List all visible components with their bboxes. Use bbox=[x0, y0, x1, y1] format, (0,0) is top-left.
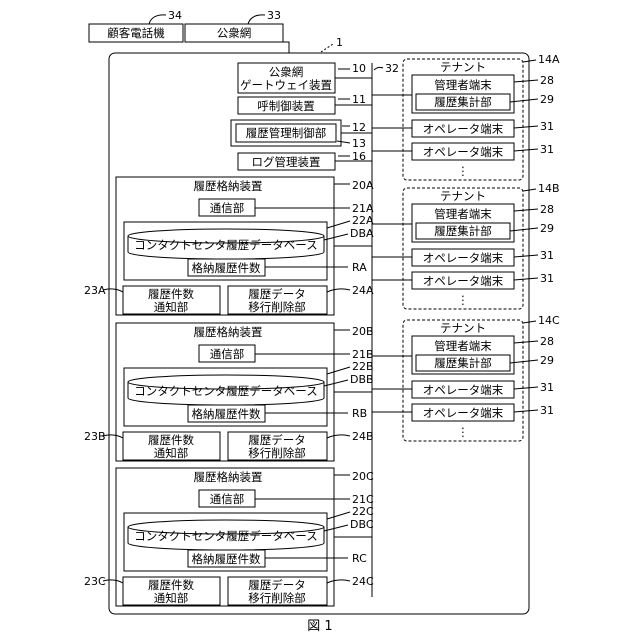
log-mgmt-ref: 16 bbox=[352, 150, 366, 163]
operator-terminal-1-ref: 31 bbox=[540, 120, 554, 133]
operator-terminal-2-ref: 31 bbox=[540, 404, 554, 417]
operator-terminal-1-label: オペレータ端末 bbox=[423, 383, 504, 397]
comm-unit-label: 通信部 bbox=[210, 492, 245, 506]
aggregator-ref: 29 bbox=[540, 222, 554, 235]
count-notify-ref: 23C bbox=[84, 575, 106, 588]
call-control-label: 呼制御装置 bbox=[257, 99, 315, 113]
call-control-ref: 11 bbox=[352, 93, 366, 106]
count-notify-label-2: 通知部 bbox=[154, 591, 189, 605]
storage-ref: 20B bbox=[352, 325, 374, 338]
history-mgmt-label: 履歴管理制御部 bbox=[246, 126, 327, 140]
bus-ref: 32 bbox=[385, 62, 399, 75]
admin-terminal-label: 管理者端末 bbox=[434, 339, 492, 353]
storage-title: 履歴格納装置 bbox=[194, 470, 263, 484]
count-notify-label-1: 履歴件数 bbox=[148, 287, 194, 301]
data-delete-label-1: 履歴データ bbox=[248, 287, 306, 301]
more-terminals-ellipsis: ⋮ bbox=[457, 164, 469, 178]
gateway-ref: 10 bbox=[352, 62, 366, 75]
history-storage-20A: 履歴格納装置 20A 通信部 21A コンタクトセンタ履歴データベース 22A … bbox=[84, 177, 374, 315]
data-delete-ref: 24C bbox=[352, 575, 374, 588]
count-notify-ref: 23A bbox=[84, 284, 106, 297]
operator-terminal-1-ref: 31 bbox=[540, 249, 554, 262]
tenant-title: テナント bbox=[440, 189, 486, 203]
system-leader bbox=[321, 44, 333, 52]
count-notify-label-1: 履歴件数 bbox=[148, 433, 194, 447]
operator-terminal-1-ref: 31 bbox=[540, 381, 554, 394]
aggregator-label: 履歴集計部 bbox=[434, 95, 492, 109]
operator-terminal-2-label: オペレータ端末 bbox=[423, 274, 504, 288]
admin-terminal-label: 管理者端末 bbox=[434, 207, 492, 221]
operator-terminal-2-label: オペレータ端末 bbox=[423, 406, 504, 420]
operator-terminal-2-ref: 31 bbox=[540, 143, 554, 156]
history-storage-20B: 履歴格納装置 20B 通信部 21B コンタクトセンタ履歴データベース 22B … bbox=[84, 323, 374, 461]
aggregator-ref: 29 bbox=[540, 354, 554, 367]
admin-terminal-ref: 28 bbox=[540, 74, 554, 87]
aggregator-label: 履歴集計部 bbox=[434, 356, 492, 370]
stored-count-ref: RC bbox=[352, 552, 367, 565]
operator-terminal-1-label: オペレータ端末 bbox=[423, 251, 504, 265]
data-delete-label-2: 移行削除部 bbox=[248, 446, 306, 460]
tenant-ref: 14B bbox=[538, 182, 560, 195]
database-id: DBC bbox=[350, 518, 374, 531]
storage-ref: 20C bbox=[352, 470, 374, 483]
public-network-ref: 33 bbox=[267, 9, 281, 22]
data-delete-label-2: 移行削除部 bbox=[248, 591, 306, 605]
aggregator-label: 履歴集計部 bbox=[434, 224, 492, 238]
stored-count-ref: RA bbox=[352, 261, 367, 274]
more-terminals-ellipsis: ⋮ bbox=[457, 293, 469, 307]
data-delete-label-1: 履歴データ bbox=[248, 433, 306, 447]
stored-count-ref: RB bbox=[352, 407, 367, 420]
system-ref: 1 bbox=[336, 36, 343, 49]
tenant-title: テナント bbox=[440, 60, 486, 74]
database-label: コンタクトセンタ履歴データベース bbox=[134, 384, 317, 398]
storage-title: 履歴格納装置 bbox=[194, 179, 263, 193]
operator-terminal-1-label: オペレータ端末 bbox=[423, 122, 504, 136]
admin-terminal-label: 管理者端末 bbox=[434, 78, 492, 92]
count-notify-label-1: 履歴件数 bbox=[148, 578, 194, 592]
history-storage-20C: 履歴格納装置 20C 通信部 21C コンタクトセンタ履歴データベース 22C … bbox=[84, 468, 374, 606]
admin-terminal-ref: 28 bbox=[540, 335, 554, 348]
database-ref: 22A bbox=[352, 214, 374, 227]
gateway-label-line2: ゲートウェイ装置 bbox=[240, 78, 332, 92]
operator-terminal-2-ref: 31 bbox=[540, 272, 554, 285]
count-notify-label-2: 通知部 bbox=[154, 446, 189, 460]
public-network-label: 公衆網 bbox=[217, 26, 252, 40]
customer-phone-ref: 34 bbox=[168, 9, 182, 22]
count-notify-ref: 23B bbox=[84, 430, 106, 443]
public-network-leader bbox=[248, 15, 265, 24]
figure-caption: 図 1 bbox=[307, 619, 332, 634]
stored-count-label: 格納履歴件数 bbox=[192, 407, 261, 421]
customer-phone-label: 顧客電話機 bbox=[107, 26, 165, 40]
tenant-ref: 14C bbox=[538, 314, 560, 327]
comm-unit-label: 通信部 bbox=[210, 201, 245, 215]
count-notify-label-2: 通知部 bbox=[154, 300, 189, 314]
database-label: コンタクトセンタ履歴データベース bbox=[134, 529, 317, 543]
database-id: DBB bbox=[350, 373, 374, 386]
data-delete-label-2: 移行削除部 bbox=[248, 300, 306, 314]
operator-terminal-2-label: オペレータ端末 bbox=[423, 145, 504, 159]
more-terminals-ellipsis: ⋮ bbox=[457, 425, 469, 439]
database-ref: 22C bbox=[352, 505, 374, 518]
gateway-label-line1: 公衆網 bbox=[269, 65, 304, 79]
tenant-title: テナント bbox=[440, 321, 486, 335]
database-ref: 22B bbox=[352, 360, 374, 373]
data-delete-ref: 24B bbox=[352, 430, 374, 443]
history-mgmt-ref-13: 13 bbox=[352, 137, 366, 150]
customer-phone-leader bbox=[149, 15, 166, 24]
data-delete-ref: 24A bbox=[352, 284, 374, 297]
database-label: コンタクトセンタ履歴データベース bbox=[134, 238, 317, 252]
storage-ref: 20A bbox=[352, 179, 374, 192]
log-mgmt-label: ログ管理装置 bbox=[252, 155, 321, 169]
storage-title: 履歴格納装置 bbox=[194, 325, 263, 339]
data-delete-label-1: 履歴データ bbox=[248, 578, 306, 592]
comm-unit-label: 通信部 bbox=[210, 347, 245, 361]
history-mgmt-ref-12: 12 bbox=[352, 121, 366, 134]
tenant-ref: 14A bbox=[538, 53, 560, 66]
admin-terminal-ref: 28 bbox=[540, 203, 554, 216]
database-id: DBA bbox=[350, 227, 374, 240]
stored-count-label: 格納履歴件数 bbox=[192, 261, 261, 275]
aggregator-ref: 29 bbox=[540, 93, 554, 106]
stored-count-label: 格納履歴件数 bbox=[192, 552, 261, 566]
